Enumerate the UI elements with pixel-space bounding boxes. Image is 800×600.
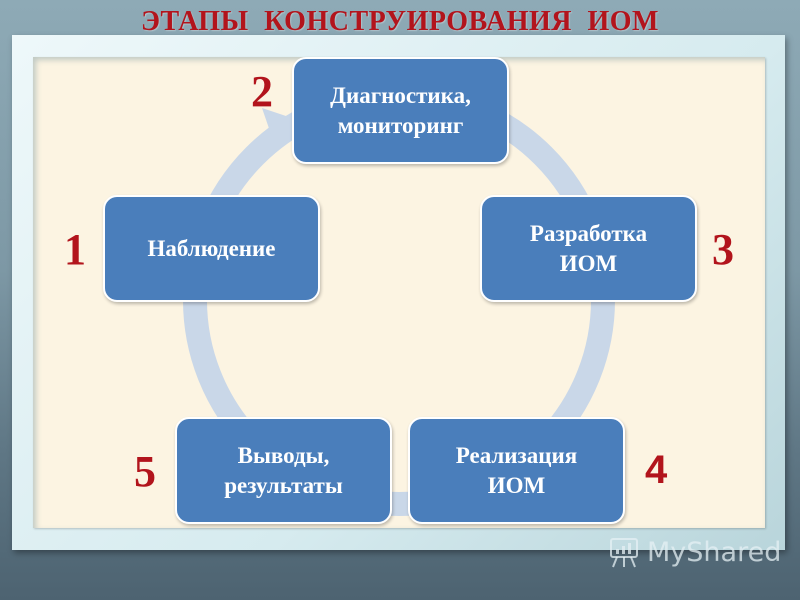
watermark: MyShared [607,535,781,569]
stage-number-4: 4 [645,448,668,492]
stage-box-3: Разработка ИОМ [480,195,697,302]
presentation-board-icon [610,538,638,568]
stage-label-1: Наблюдение [147,235,276,261]
stage-number-5: 5 [134,447,156,496]
stage-number-3: 3 [712,225,734,274]
stage-label-5: Выводы, результаты [224,442,343,498]
stage-number-2: 2 [251,67,273,116]
stage-box-1: Наблюдение [103,195,320,302]
stage-box-2: Диагностика, мониторинг [292,57,509,164]
stage-label-2: Диагностика, мониторинг [330,82,471,138]
watermark-text: MyShared [647,536,782,568]
stage-number-1: 1 [64,225,86,274]
slide-title: ЭТАПЫ КОНСТРУИРОВАНИЯ ИОМ [141,6,659,37]
stage-label-4: Реализация ИОМ [455,442,578,498]
stage-label-3: Разработка ИОМ [529,220,648,276]
stage-box-5: Выводы, результаты [175,417,392,524]
stage-box-4: Реализация ИОМ [408,417,625,524]
